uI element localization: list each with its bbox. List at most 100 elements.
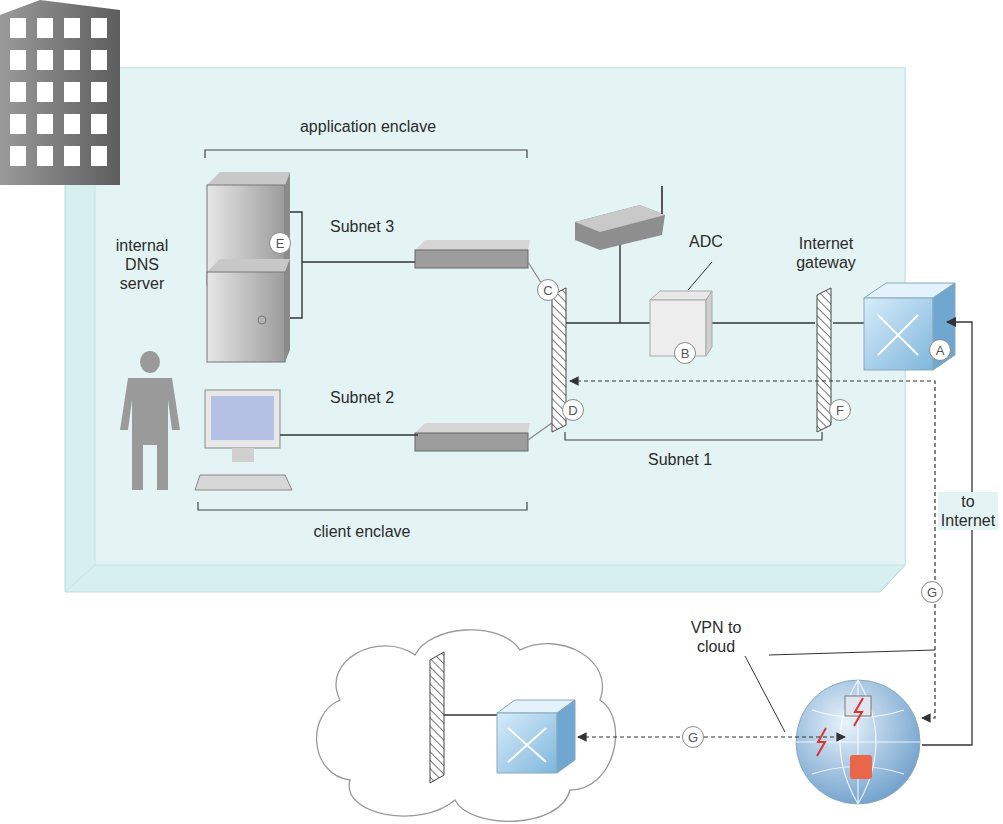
- illustration-rect: [207, 272, 285, 362]
- illustration-polygon: [0, 0, 120, 185]
- illustration-g: [10, 18, 107, 166]
- illustration-rect: [850, 755, 872, 779]
- text-label: Internet gateway: [786, 234, 866, 272]
- illustration-rect: [64, 146, 80, 166]
- illustration-rect: [211, 396, 274, 440]
- illustration-rect: [10, 114, 26, 134]
- illustration-rect: [37, 146, 53, 166]
- illustration-rect: [64, 50, 80, 70]
- illustration-polygon: [207, 259, 290, 272]
- illustration-path: [796, 680, 920, 804]
- callout-circle: D: [562, 399, 584, 421]
- illustration-line: [833, 322, 864, 323]
- illustration-rect: [415, 433, 528, 451]
- illustration-line: [880, 565, 905, 592]
- illustration-line: [65, 565, 95, 592]
- callout-letter: C: [543, 283, 552, 298]
- illustration-rect: [37, 82, 53, 102]
- illustration-line: [619, 244, 620, 323]
- illustration-rect: [10, 18, 26, 38]
- illustration-line: [661, 186, 663, 214]
- callout-circle: G: [921, 581, 943, 603]
- callout-circle: B: [674, 342, 696, 364]
- illustration-polygon: [207, 172, 290, 185]
- illustration-rect: [864, 298, 933, 370]
- callout-circle: E: [269, 232, 291, 254]
- illustration-polygon: [557, 700, 575, 773]
- illustration-rect: [10, 146, 26, 166]
- illustration-polygon: [706, 291, 712, 356]
- illustration-line: [444, 714, 497, 715]
- illustration-line: [769, 650, 935, 655]
- illustration-path: [922, 322, 972, 745]
- illustration-circle: [258, 316, 266, 324]
- illustration-rect: [37, 114, 53, 134]
- illustration-path: [205, 150, 527, 158]
- illustration-circle: [796, 680, 920, 804]
- illustration-path: [745, 656, 785, 732]
- illustration-polygon: [575, 205, 665, 250]
- illustration-path: [140, 351, 160, 373]
- text-label: Subnet 2: [317, 388, 407, 407]
- callout-letter: F: [836, 403, 844, 418]
- illustration-rect: [415, 250, 528, 268]
- illustration-path: [817, 728, 826, 756]
- callout-circle: A: [929, 339, 951, 361]
- illustration-rect: [205, 390, 280, 448]
- illustration-polygon: [430, 652, 444, 783]
- illustration-rect: [37, 18, 53, 38]
- illustration-polygon: [415, 423, 530, 433]
- illustration-rect: [37, 50, 53, 70]
- illustration-polygon: [933, 283, 955, 370]
- illustration-path: [198, 502, 527, 510]
- text-label: internal DNS server: [102, 236, 182, 293]
- illustration-line: [578, 736, 845, 737]
- illustration-path: [854, 698, 863, 726]
- text-label: ADC: [686, 232, 726, 251]
- callout-circle: G: [682, 726, 704, 748]
- illustration-polygon: [195, 475, 292, 490]
- illustration-path: [317, 630, 616, 822]
- text-label: application enclave: [278, 117, 458, 136]
- illustration-rect: [91, 114, 107, 134]
- illustration-rect: [10, 50, 26, 70]
- illustration-polygon: [575, 205, 665, 232]
- illustration-rect: [95, 68, 905, 565]
- illustration-path: [565, 432, 822, 440]
- illustration-rect: [64, 82, 80, 102]
- illustration-path: [570, 381, 935, 718]
- illustration-path: [508, 728, 546, 762]
- illustration-path: [290, 212, 418, 318]
- callout-letter: D: [568, 403, 577, 418]
- text-label: VPN to cloud: [671, 618, 761, 656]
- illustration-path: [878, 315, 918, 355]
- callout-letter: A: [936, 343, 945, 358]
- illustration-polygon: [285, 259, 290, 362]
- illustration-polygon: [650, 291, 712, 300]
- callout-letter: G: [688, 730, 698, 745]
- illustration-path: [120, 378, 180, 490]
- illustration-rect: [91, 18, 107, 38]
- illustration-rect: [64, 114, 80, 134]
- callout-circle: C: [537, 279, 559, 301]
- illustration-rect: [10, 82, 26, 102]
- callout-letter: G: [927, 585, 937, 600]
- text-label: to Internet: [938, 492, 998, 530]
- callout-letter: B: [681, 346, 690, 361]
- illustration-rect: [497, 713, 557, 773]
- text-label: client enclave: [302, 522, 422, 541]
- callout-circle: F: [829, 399, 851, 421]
- illustration-line: [688, 262, 712, 290]
- illustration-polygon: [65, 68, 905, 592]
- illustration-line: [280, 434, 418, 435]
- illustration-rect: [91, 50, 107, 70]
- text-label: Subnet 3: [317, 217, 407, 236]
- illustration-polygon: [415, 240, 530, 250]
- illustration-rect: [232, 448, 254, 462]
- illustration-rect: [91, 82, 107, 102]
- callout-letter: E: [276, 236, 285, 251]
- text-label: Subnet 1: [635, 450, 725, 469]
- illustration-rect: [64, 18, 80, 38]
